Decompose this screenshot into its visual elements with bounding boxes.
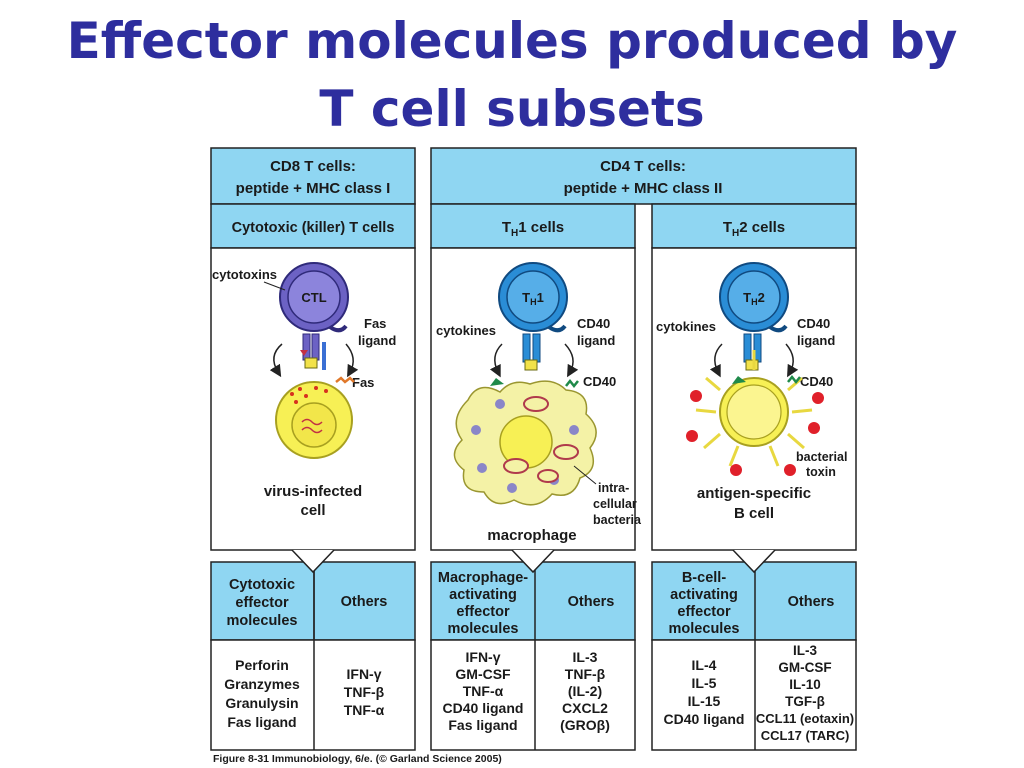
fas-ligand-label-2: ligand: [358, 333, 396, 348]
cd8-other-item: TNF-α: [344, 702, 385, 718]
cd8-notch-arrow: [291, 549, 335, 574]
cd4-header-line-2: peptide + MHC class II: [564, 180, 723, 197]
svg-text:TH1: TH1: [522, 290, 544, 307]
th1-effector-item: Fas ligand: [448, 717, 517, 733]
th1-effector-item: GM-CSF: [455, 666, 511, 682]
cd4-header-line-1: CD4 T cells:: [600, 158, 686, 175]
cd8-subheader-box: [210, 203, 416, 249]
th2-effector-item: CD40 ligand: [664, 711, 745, 727]
th1-subheader-box: [430, 203, 636, 249]
cd8-effector-list-box: [210, 639, 416, 751]
th2-effector-item: IL-15: [688, 693, 721, 709]
cd8-others-header: Others: [341, 594, 388, 610]
cd8-header-line-2: peptide + MHC class I: [236, 180, 391, 197]
th2-effector-header-2: activating: [670, 587, 738, 603]
intra-label-2: cellular: [593, 497, 637, 511]
th1-other-item: TNF-β: [565, 666, 606, 682]
th1-effector-list-box: [430, 639, 636, 751]
cd8-effector-item: Granulysin: [225, 695, 298, 711]
cytotoxins-label: cytotoxins: [212, 267, 277, 282]
th1-other-item: (GROβ): [560, 717, 610, 733]
svg-text:CTL: CTL: [301, 290, 326, 305]
svg-text:TH2: TH2: [743, 290, 765, 307]
cd8-subheader: Cytotoxic (killer) T cells: [232, 220, 395, 236]
th1-subheader: TH1 cells: [502, 219, 564, 239]
slide-title-line-2: T cell subsets: [319, 80, 705, 138]
ctl-cell-icon: CTL: [279, 262, 349, 370]
th2-other-item: IL-10: [789, 677, 821, 692]
th1-effector-item: CD40 ligand: [443, 700, 524, 716]
intra-label-3: bacteria: [593, 513, 642, 527]
toxin-label-1: bacterial: [796, 450, 847, 464]
th2-cd40-ligand-label-2: ligand: [797, 333, 835, 348]
th2-effector-header-4: molecules: [669, 621, 740, 637]
th2-cell-icon: TH2: [719, 262, 789, 371]
th1-effector-header-2: activating: [449, 587, 517, 603]
cd8-effector-item: Granzymes: [224, 676, 300, 692]
th1-other-item: IL-3: [573, 649, 598, 665]
th1-effector-header-3: effector: [456, 604, 510, 620]
cd8-effector-item: Fas ligand: [227, 714, 296, 730]
th1-effector-item: IFN-γ: [466, 649, 501, 665]
cd8-effector-header-1: Cytotoxic: [229, 577, 295, 593]
slide-title-line-1: Effector molecules produced by: [66, 12, 958, 70]
th2-subheader-box: [651, 203, 857, 249]
bacterial-toxin-icon: [686, 390, 824, 476]
th1-other-item: (IL-2): [568, 683, 602, 699]
th1-target-label: macrophage: [487, 527, 576, 544]
cd4-header-box: [430, 147, 857, 205]
th1-cytokines-label: cytokines: [436, 323, 496, 338]
fas-label: Fas: [352, 375, 374, 390]
cd8-target-label-2: cell: [300, 502, 325, 519]
th2-effector-item: IL-5: [692, 675, 717, 691]
macrophage-icon: [453, 378, 597, 506]
cd8-target-label-1: virus-infected: [264, 483, 362, 500]
th1-effector-header-box: [430, 561, 636, 641]
th2-other-item: CCL11 (eotaxin): [756, 711, 854, 726]
intra-label-1: intra-: [598, 481, 629, 495]
toxin-label-2: toxin: [806, 465, 836, 479]
th1-cd40-label: CD40: [583, 374, 616, 389]
th1-cell-icon: TH1: [498, 262, 568, 371]
th2-other-item: IL-3: [793, 643, 817, 658]
th1-other-item: CXCL2: [562, 700, 608, 716]
th2-effector-header-box: [651, 561, 857, 641]
th2-effector-list-box: [651, 639, 857, 751]
cd8-effector-header-2: effector: [235, 595, 289, 611]
figure-caption: Figure 8-31 Immunobiology, 6/e. (© Garla…: [213, 753, 502, 765]
cd8-header-line-1: CD8 T cells:: [270, 158, 356, 175]
th1-notch-arrow: [511, 549, 555, 574]
th1-others-header: Others: [568, 594, 615, 610]
th2-notch-arrow: [732, 549, 776, 574]
th1-effector-item: TNF-α: [463, 683, 504, 699]
th2-others-header: Others: [788, 594, 835, 610]
cd8-other-item: IFN-γ: [347, 666, 382, 682]
th1-cd40-ligand-label-1: CD40: [577, 316, 610, 331]
cd8-effector-header-3: molecules: [227, 613, 298, 629]
th2-cd40-ligand-label-1: CD40: [797, 316, 830, 331]
th2-other-item: TGF-β: [785, 694, 825, 709]
th1-cd40-ligand-label-2: ligand: [577, 333, 615, 348]
th1-effector-header-1: Macrophage-: [438, 570, 528, 586]
th2-other-item: GM-CSF: [778, 660, 831, 675]
th2-effector-item: IL-4: [692, 657, 717, 673]
b-cell-icon: [695, 350, 813, 467]
th2-effector-header-3: effector: [677, 604, 731, 620]
th2-subheader: TH2 cells: [723, 219, 785, 239]
th2-cytokines-label: cytokines: [656, 319, 716, 334]
cd8-effector-item: Perforin: [235, 657, 289, 673]
th2-target-label-1: antigen-specific: [697, 485, 811, 502]
th2-effector-header-1: B-cell-: [682, 570, 726, 586]
cd8-other-item: TNF-β: [344, 684, 385, 700]
th2-target-label-2: B cell: [734, 505, 774, 522]
fas-ligand-label-1: Fas: [364, 316, 386, 331]
th2-cd40-label: CD40: [800, 374, 833, 389]
th2-other-item: CCL17 (TARC): [761, 728, 850, 743]
virus-infected-cell-icon: [275, 376, 355, 459]
th1-effector-header-4: molecules: [448, 621, 519, 637]
